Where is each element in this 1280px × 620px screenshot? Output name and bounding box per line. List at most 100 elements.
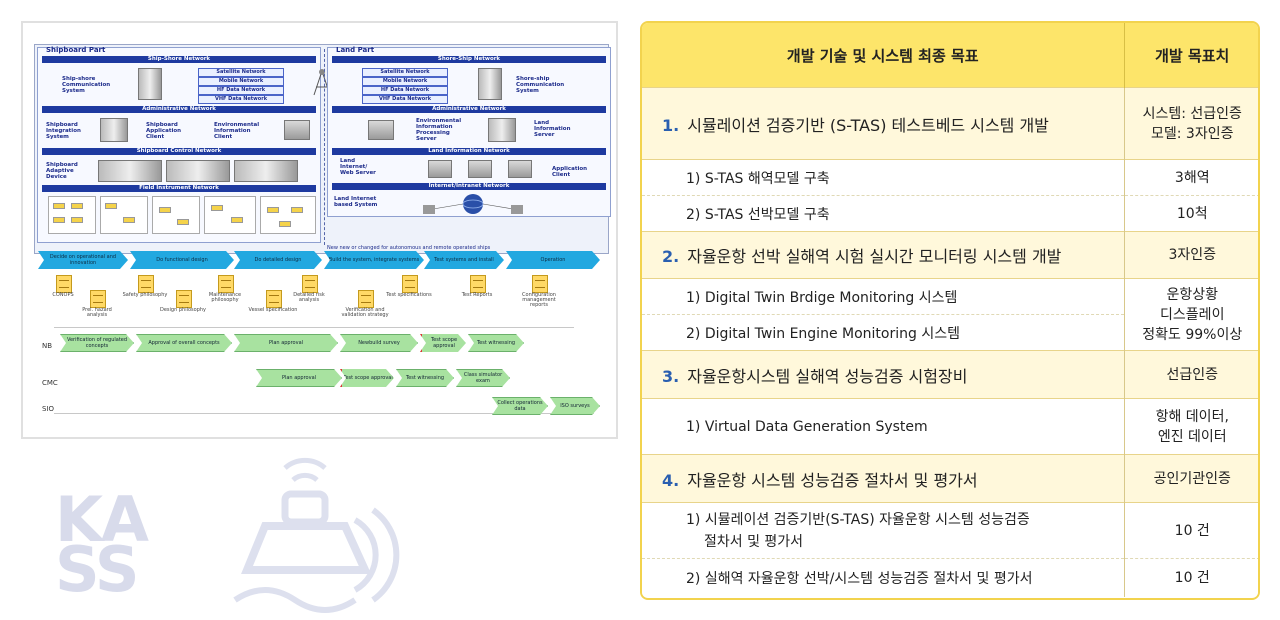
- sub-goal-row: 2) Digital Twin Engine Monitoring 시스템: [642, 314, 1258, 351]
- step-chevron: Verification of regulated concepts: [60, 334, 134, 352]
- goal-number: 3.: [662, 366, 680, 386]
- computer-icon: [508, 160, 532, 178]
- node-label: Shipboard Integration System: [46, 122, 81, 140]
- node-label: Environmental Information Processing Ser…: [416, 118, 462, 142]
- controller-rack-icon: [166, 160, 230, 182]
- document-label: Configuration management reports: [522, 292, 556, 308]
- communication-rack-icon: [138, 68, 162, 100]
- comm-link: Satellite Network: [362, 68, 448, 77]
- watermark-line2: SS: [55, 533, 140, 606]
- server-rack-icon: [100, 118, 128, 142]
- target-line: 엔진 데이터: [1157, 428, 1227, 445]
- goal-text: 자율운항 선박 실해역 시험 실시간 모니터링 시스템 개발: [687, 247, 1062, 266]
- document-icon: [358, 290, 374, 308]
- document-label: Vessel specification: [248, 307, 298, 313]
- goal-row: 1.시뮬레이션 검증기반 (S-TAS) 테스트베드 시스템 개발 시스템: 선…: [642, 87, 1258, 160]
- step-chevron: Plan approval: [234, 334, 338, 352]
- kass-watermark: KA SS: [55, 489, 149, 606]
- document-label: CONOPS: [52, 292, 74, 298]
- row-label-cmc: CMC: [42, 379, 58, 387]
- node-label: Application Client: [552, 166, 588, 178]
- phase-chevron: Do detailed design: [234, 251, 322, 269]
- sub-goal-title: 1) Digital Twin Brdige Monitoring 시스템: [642, 278, 1125, 315]
- node-label: Shipboard Application Client: [146, 122, 182, 140]
- target-line: 항해 데이터,: [1155, 408, 1229, 425]
- sub-goal-row: 1) Virtual Data Generation System 항해 데이터…: [642, 398, 1258, 455]
- sub-goal-target: 3해역: [1124, 159, 1258, 196]
- phase-chevron: Do functional design: [130, 251, 234, 269]
- document-label: Design philosophy: [160, 307, 206, 313]
- goal-title: 1.시뮬레이션 검증기반 (S-TAS) 테스트베드 시스템 개발: [642, 87, 1125, 160]
- comm-link: Mobile Network: [198, 77, 284, 86]
- server-rack-icon: [488, 118, 516, 142]
- node-label: Land Internet based System: [334, 196, 378, 208]
- header-goal: 개발 기술 및 시스템 최종 목표: [642, 23, 1125, 88]
- field-device-box: [100, 196, 148, 234]
- step-chevron: Class simulator exam: [456, 369, 510, 387]
- target-line: 운항상황: [1166, 286, 1219, 303]
- step-chevron: Newbuild survey: [340, 334, 418, 352]
- comm-link: HF Data Network: [362, 86, 448, 95]
- shipboard-title: Shipboard Part: [46, 46, 106, 54]
- development-goals-table: 개발 기술 및 시스템 최종 목표 개발 목표치 1.시뮬레이션 검증기반 (S…: [640, 21, 1260, 600]
- architecture-figure: Shipboard Part Ship-Shore Network Ship-s…: [21, 21, 618, 439]
- document-label: Test Reports: [461, 292, 493, 298]
- node-label: Shipboard Adaptive Device: [46, 162, 78, 180]
- row-divider: [54, 327, 574, 328]
- sub-goal-row: 2) S-TAS 선박모델 구축 10척: [642, 195, 1258, 232]
- diagram-note: New new or changed for autonomous and re…: [327, 245, 491, 251]
- target-line: 정확도 99%이상: [1142, 326, 1243, 343]
- comm-link: VHF Data Network: [362, 95, 448, 104]
- document-icon: [402, 275, 418, 293]
- land-title: Land Part: [336, 46, 375, 54]
- document-label: Safety philosophy: [122, 292, 168, 298]
- comm-link: HF Data Network: [198, 86, 284, 95]
- node-label: Environmental Information Client: [214, 122, 260, 140]
- controller-rack-icon: [98, 160, 162, 182]
- sub-goal-title-line: 절차서 및 평가서: [704, 533, 804, 550]
- sub-goal-row: 1) S-TAS 해역모델 구축 3해역: [642, 159, 1258, 196]
- row-label-sio: SIO: [42, 405, 55, 413]
- network-bar: Shipboard Control Network: [42, 148, 316, 155]
- network-bar: Internet/Intranet Network: [332, 183, 606, 190]
- globe-network-icon: [423, 194, 523, 214]
- computer-icon: [428, 160, 452, 178]
- target-line: 모델: 3자인증: [1151, 125, 1234, 142]
- network-bar: Field Instrument Network: [42, 185, 316, 192]
- node-label: Land Internet/ Web Server: [340, 158, 376, 176]
- sub-goal-title: 2) 실해역 자율운항 선박/시스템 성능검증 절차서 및 평가서: [642, 558, 1125, 597]
- step-chevron: Test witnessing: [396, 369, 454, 387]
- phase-chevron: Test systems and install: [424, 251, 504, 269]
- step-chevron: Test scope approval: [420, 334, 466, 352]
- goal-title: 4.자율운항 시스템 성능검증 절차서 및 평가서: [642, 454, 1125, 503]
- network-architecture-diagram: Shipboard Part Ship-Shore Network Ship-s…: [34, 44, 611, 254]
- document-icon: [470, 275, 486, 293]
- document-label: Test specifications: [386, 292, 432, 298]
- sub-goal-title: 2) S-TAS 선박모델 구축: [642, 195, 1125, 232]
- network-bar: Administrative Network: [42, 106, 316, 113]
- divider-line: [324, 49, 325, 245]
- step-chevron: Approval of overall concepts: [136, 334, 232, 352]
- computer-icon: [368, 120, 394, 140]
- target-line: 시스템: 선급인증: [1142, 105, 1242, 122]
- sub-goal-target: 10 건: [1124, 502, 1258, 559]
- document-label: Prel. hazard analysis: [82, 307, 112, 318]
- sub-goal-title-line: 1) 시뮬레이션 검증기반(S-TAS) 자율운항 시스템 성능검증: [686, 511, 1030, 528]
- phase-chevron: Decide on operational and innovation: [38, 251, 128, 269]
- communication-rack-icon: [478, 68, 502, 100]
- goal-text: 자율운항 시스템 성능검증 절차서 및 평가서: [687, 470, 978, 490]
- field-device-box: [204, 196, 256, 234]
- target-line: 디스플레이: [1160, 306, 1225, 323]
- goal-target: 3자인증: [1124, 231, 1258, 279]
- node-label: Ship-shore Communication System: [62, 76, 111, 94]
- node-label: Shore-ship Communication System: [516, 76, 565, 94]
- step-chevron: Plan approval: [256, 369, 342, 387]
- land-panel: Land Part Shore-Ship Network Satellite N…: [327, 46, 611, 217]
- goal-text: 시뮬레이션 검증기반 (S-TAS) 테스트베드 시스템 개발: [687, 115, 1049, 135]
- row-label-nb: NB: [42, 342, 53, 350]
- sub-goal-target: 항해 데이터, 엔진 데이터: [1124, 398, 1258, 455]
- goal-number: 2.: [662, 247, 680, 266]
- field-device-box: [48, 196, 96, 234]
